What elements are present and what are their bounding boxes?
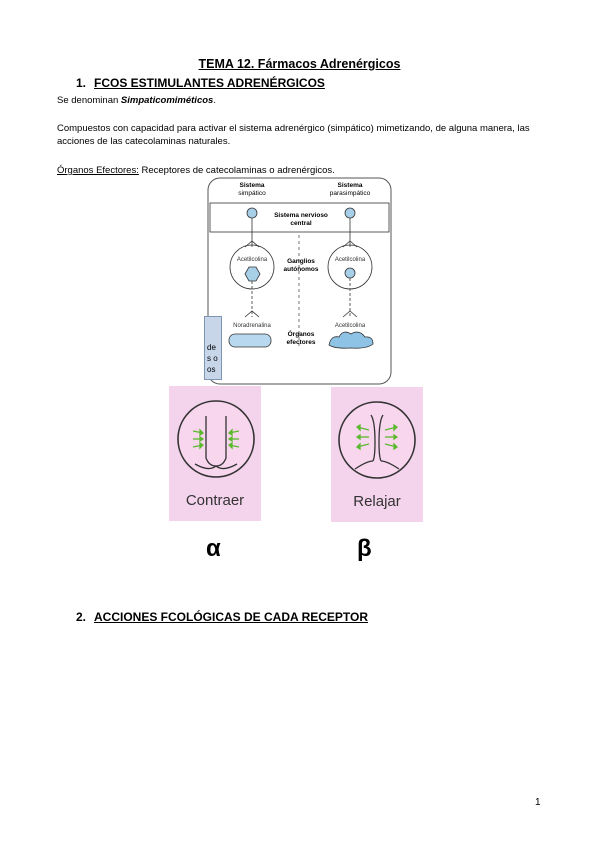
section-2-number: 2.	[76, 610, 87, 624]
beta-arrows	[355, 423, 399, 451]
cns-line1: Sistema nervioso	[274, 212, 328, 219]
section-2-heading: 2. ACCIONES FCOLÓGICAS DE CADA RECEPTOR	[76, 610, 368, 624]
paragraph-3-text: Receptores de catecolaminas o adrenérgic…	[138, 165, 335, 176]
acetilcolina-right-label: Acetilcolina	[335, 257, 366, 263]
side-text-line3: os	[207, 365, 216, 374]
acetilcolina-left-label: Acetilcolina	[237, 257, 268, 263]
paragraph-1-prefix: Se denominan	[57, 95, 121, 106]
beta-receptor-label: Relajar	[353, 493, 401, 510]
col-left-line1: Sistema	[240, 182, 265, 189]
ganglia-line2: autónomos	[283, 266, 318, 273]
col-left-line2: simpático	[238, 190, 266, 197]
section-1-number: 1.	[76, 76, 87, 90]
alpha-arrows	[192, 428, 240, 450]
sympathetic-pathway	[228, 207, 275, 348]
alpha-receptor-label: Contraer	[185, 492, 245, 509]
col-right-line2: parasimpático	[330, 190, 371, 197]
side-text-line1: de	[207, 343, 216, 352]
ganglia-line1: Ganglios	[287, 258, 315, 265]
alpha-symbol: α	[206, 535, 221, 562]
paragraph-3: Órganos Efectores: Receptores de catecol…	[57, 164, 335, 177]
paragraph-1-suffix: .	[213, 95, 216, 106]
paragraph-3-label: Órganos Efectores:	[57, 165, 139, 176]
alpha-receptor-illustration	[177, 400, 255, 478]
autonomic-system-diagram: Sistema simpático Sistema parasimpático …	[207, 177, 392, 385]
section-1-heading: 1. FCOS ESTIMULANTES ADRENÉRGICOS	[76, 76, 325, 90]
cns-line2: central	[290, 220, 312, 227]
parasympathetic-pathway	[327, 207, 374, 349]
organs-line1: Órganos	[288, 329, 315, 338]
page-number: 1	[535, 797, 541, 808]
section-1-title: FCOS ESTIMULANTES ADRENÉRGICOS	[94, 76, 325, 90]
beta-symbol: β	[357, 535, 372, 562]
acetilcolina-bottom-label: Acetilcolina	[335, 323, 366, 329]
organs-line2: efectores	[287, 339, 316, 346]
beta-receptor-illustration	[338, 401, 416, 479]
cns-box	[209, 202, 390, 233]
section-2-title: ACCIONES FCOLÓGICAS DE CADA RECEPTOR	[94, 610, 369, 624]
overlapping-text-box: de s o os	[204, 316, 222, 380]
noradrenalina-label: Noradrenalina	[233, 323, 271, 329]
paragraph-1: Se denominan Simpaticomiméticos.	[57, 94, 216, 107]
page-title: TEMA 12. Fármacos Adrenérgicos	[198, 57, 401, 71]
beta-receptor-card: Relajar	[331, 387, 423, 522]
side-text-line2: s o	[207, 354, 218, 363]
paragraph-2: Compuestos con capacidad para activar el…	[57, 123, 530, 147]
alpha-receptor-card: Contraer	[169, 386, 261, 521]
paragraph-1-emphasis: Simpaticomiméticos	[120, 95, 214, 106]
col-right-line1: Sistema	[338, 182, 363, 189]
